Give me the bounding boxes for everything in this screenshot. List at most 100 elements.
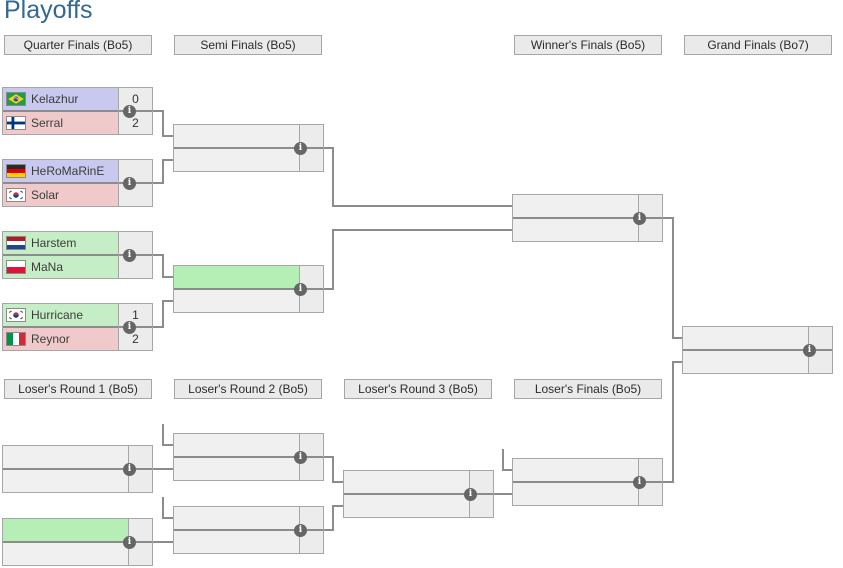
match-semifinal-1: i xyxy=(173,124,324,172)
match-divider xyxy=(3,541,152,543)
player-row[interactable]: Serral xyxy=(3,112,119,134)
player-score: 0 xyxy=(119,88,152,110)
player-row[interactable]: MaNa xyxy=(3,256,119,278)
match-semifinal-2: i xyxy=(173,265,324,313)
connector-line xyxy=(162,517,174,519)
round-header-losers-round-1: Loser's Round 1 (Bo5) xyxy=(4,379,152,399)
info-icon[interactable]: i xyxy=(803,344,816,357)
match-quarterfinal-4: Hurricane Reynor 1 2 i xyxy=(2,303,153,351)
connector-line xyxy=(322,147,334,149)
player-slot-empty xyxy=(174,125,300,147)
match-divider xyxy=(3,326,152,328)
flag-south-korea-icon xyxy=(6,188,26,202)
round-header-winners-finals: Winner's Finals (Bo5) xyxy=(514,35,662,55)
player-score: 1 xyxy=(119,304,152,326)
match-losers-finals: i xyxy=(512,458,663,506)
match-losers-round2-2: i xyxy=(173,506,324,554)
player-name: Solar xyxy=(31,188,60,202)
player-row[interactable]: Kelazhur xyxy=(3,88,119,110)
player-score xyxy=(300,507,323,529)
connector-line xyxy=(662,481,674,483)
flag-netherlands-icon xyxy=(6,236,26,250)
player-slot-empty xyxy=(174,458,300,480)
match-winners-finals: i xyxy=(512,194,663,242)
info-icon[interactable]: i xyxy=(464,488,477,501)
match-losers-round1-1: i xyxy=(2,445,153,493)
flag-poland-icon xyxy=(6,260,26,274)
match-divider xyxy=(3,254,152,256)
match-divider xyxy=(3,468,152,470)
info-icon[interactable]: i xyxy=(633,476,646,489)
match-divider xyxy=(513,217,662,219)
connector-line xyxy=(162,159,174,161)
match-divider xyxy=(3,182,152,184)
info-icon[interactable]: i xyxy=(294,142,307,155)
match-losers-round3: i xyxy=(343,470,494,518)
info-icon[interactable]: i xyxy=(633,212,646,225)
player-row[interactable]: HeRoMaRinE xyxy=(3,160,119,182)
player-score xyxy=(639,195,662,217)
connector-line xyxy=(162,276,174,278)
info-icon[interactable]: i xyxy=(123,177,136,190)
match-losers-round1-2: i xyxy=(2,518,153,566)
info-icon[interactable]: i xyxy=(294,451,307,464)
info-icon[interactable]: i xyxy=(294,283,307,296)
connector-line xyxy=(332,205,513,207)
player-name: HeRoMaRinE xyxy=(31,164,105,178)
match-grand-finals: i xyxy=(682,326,833,374)
match-losers-round2-1: i xyxy=(173,433,324,481)
player-name: Reynor xyxy=(31,332,70,346)
match-divider xyxy=(3,110,152,112)
player-name: MaNa xyxy=(31,260,64,274)
connector-line xyxy=(322,529,334,531)
player-row[interactable]: Reynor xyxy=(3,328,119,350)
flag-south-korea-icon xyxy=(6,308,26,322)
flag-italy-icon xyxy=(6,332,26,346)
player-slot-empty xyxy=(174,149,300,171)
connector-line xyxy=(162,159,164,184)
player-score xyxy=(300,266,323,288)
flag-brazil-icon xyxy=(6,92,26,106)
player-slot-empty xyxy=(513,483,639,505)
score-separator xyxy=(118,88,119,134)
info-icon[interactable]: i xyxy=(123,321,136,334)
connector-line xyxy=(492,493,513,495)
player-slot-empty xyxy=(174,290,300,312)
connector-line xyxy=(672,361,674,483)
connector-line xyxy=(152,326,164,328)
connector-line xyxy=(152,182,164,184)
match-divider xyxy=(174,456,323,458)
player-row[interactable]: Harstem xyxy=(3,232,119,254)
round-header-grand-finals: Grand Finals (Bo7) xyxy=(684,35,832,55)
round-header-losers-finals: Loser's Finals (Bo5) xyxy=(514,379,662,399)
player-score xyxy=(300,458,323,480)
info-icon[interactable]: i xyxy=(123,249,136,262)
match-divider xyxy=(174,529,323,531)
connector-line xyxy=(672,361,684,363)
connector-line xyxy=(322,288,334,290)
round-header-losers-round-2: Loser's Round 2 (Bo5) xyxy=(174,379,322,399)
match-divider xyxy=(174,288,323,290)
player-name: Harstem xyxy=(31,236,77,250)
player-row[interactable]: Solar xyxy=(3,184,119,206)
player-score xyxy=(129,519,152,541)
connector-line xyxy=(162,300,174,302)
player-name: Hurricane xyxy=(31,308,84,322)
connector-line xyxy=(332,505,334,531)
info-icon[interactable]: i xyxy=(123,536,136,549)
player-row[interactable]: Hurricane xyxy=(3,304,119,326)
player-slot-empty xyxy=(513,459,639,481)
page-title: Playoffs xyxy=(4,0,93,24)
info-icon[interactable]: i xyxy=(123,105,136,118)
player-score xyxy=(470,471,493,493)
connector-line xyxy=(332,229,513,231)
connector-line xyxy=(332,505,344,507)
info-icon[interactable]: i xyxy=(294,524,307,537)
connector-line xyxy=(332,456,334,483)
connector-line xyxy=(162,300,164,328)
info-icon[interactable]: i xyxy=(123,463,136,476)
player-slot-empty xyxy=(344,471,470,493)
connector-line xyxy=(672,217,674,339)
connector-line xyxy=(162,135,174,137)
